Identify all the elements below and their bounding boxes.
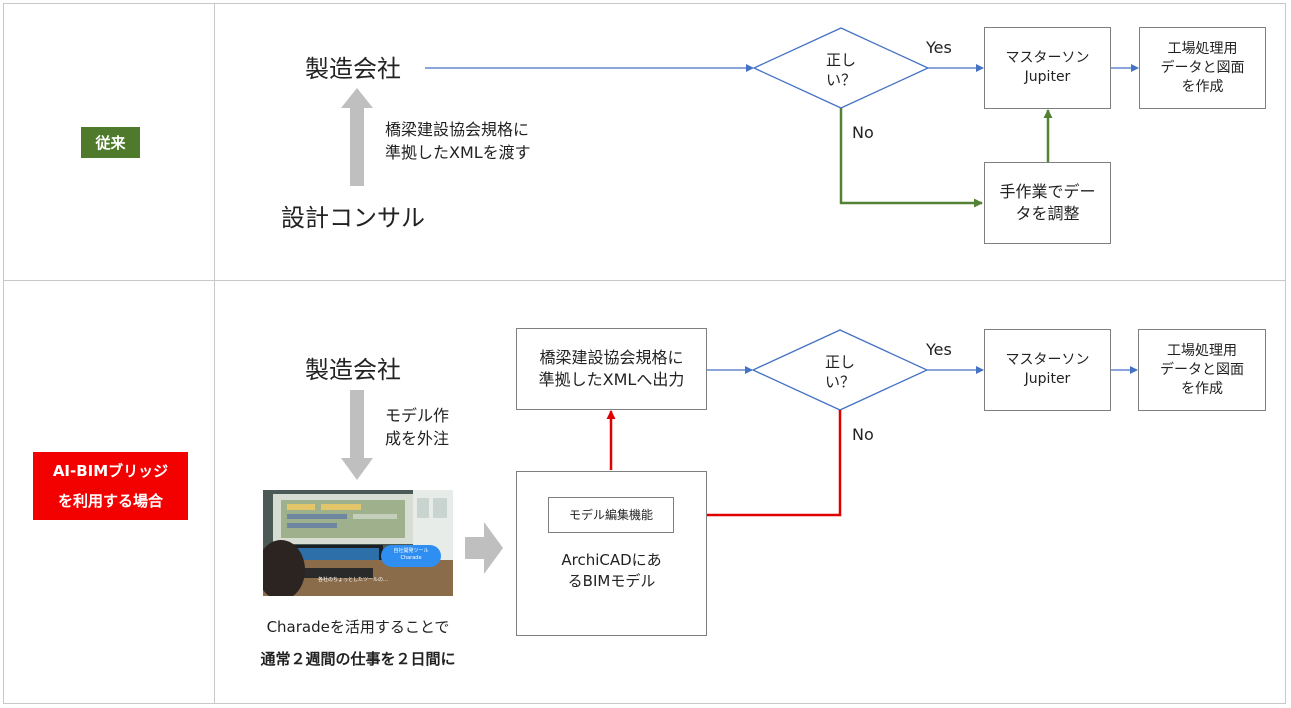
decision-top-line2: い？ [825,71,856,89]
photo-bubble-line1: 自社開発ツール [393,548,429,554]
column-divider [214,3,215,704]
model-edit-label: モデル編集機能 [568,507,653,522]
xml-output-line1: 橋梁建設協会規格に [539,348,684,367]
gray-down-arrow [341,390,373,480]
factory-top-line1: 工場処理用 [1167,40,1238,57]
archicad-line1: ArchiCADにあ [561,551,662,569]
factory-bottom-line3: を作成 [1181,380,1223,397]
factory-bottom-line2: データと図面 [1160,361,1244,378]
masterson-bottom-line1: マスターソン [1005,352,1090,368]
photo-bubble: 自社開発ツール Charade [381,548,441,562]
gray-up-arrow [341,88,373,186]
label-ai-bim-line2: を利用する場合 [57,492,163,510]
gray-right-arrow [465,522,503,574]
photo-illustration [263,490,453,596]
factory-bottom-line1: 工場処理用 [1167,342,1237,359]
outsource-line1: モデル作 [385,406,450,425]
handover-note: 橋梁建設協会規格に 準拠したXMLを渡す [385,118,531,164]
masterson-box-top: マスターソン Jupiter [984,27,1111,109]
photo-bubble-line2: Charade [400,555,422,561]
yes-label-bottom: Yes [926,340,952,359]
archicad-line2: るBIMモデル [567,572,656,590]
outsource-note: モデル作 成を外注 [385,404,449,450]
masterson-bottom-line2: Jupiter [1024,371,1071,387]
decision-text-top: 正し い？ [810,50,872,90]
table-frame [3,3,1286,704]
decision-bottom-line2: い？ [824,373,855,391]
outsource-line2: 成を外注 [385,429,450,448]
arrow-no-to-manual [839,108,983,208]
label-ai-bim-line1: AI-BIMブリッジ [52,462,169,480]
label-conventional: 従来 [81,127,140,158]
manual-adjust-box: 手作業でデー タを調整 [984,162,1111,244]
no-label-bottom: No [852,425,874,444]
manufacturer-top: 製造会社 [305,55,401,83]
label-ai-bim-bridge: AI-BIMブリッジ を利用する場合 [33,452,188,520]
photo-caption: 各社のちょっとしたツールの… [318,577,389,583]
design-consultant: 設計コンサル [281,204,425,232]
no-label-top: No [852,123,874,142]
factory-box-bottom: 工場処理用 データと図面 を作成 [1138,329,1266,411]
row-divider [3,280,1286,281]
xml-output-box: 橋梁建設協会規格に 準拠したXMLへ出力 [516,328,707,410]
yes-label-top: Yes [926,38,952,57]
archicad-label: ArchiCADにあ るBIMモデル [516,550,707,592]
charade-result: 通常２週間の仕事を２日間に [260,650,456,668]
manual-line1: 手作業でデー [999,182,1096,201]
masterson-top-line2: Jupiter [1024,69,1071,85]
arrow-no-to-model-edit [673,410,842,520]
label-conventional-text: 従来 [95,134,126,152]
decision-text-bottom: 正し い？ [809,352,871,392]
masterson-box-bottom: マスターソン Jupiter [984,329,1111,411]
handover-note-line2: 準拠したXMLを渡す [385,143,531,162]
handover-note-line1: 橋梁建設協会規格に [385,120,530,139]
factory-top-line2: データと図面 [1160,59,1245,76]
decision-top-line1: 正し [825,51,856,69]
charade-caption: Charadeを活用することで [266,618,450,636]
model-edit-function-box: モデル編集機能 [548,497,674,533]
manufacturer-bottom: 製造会社 [305,356,401,384]
charade-usage-photo: 自社開発ツール Charade 各社のちょっとしたツールの… [263,490,453,596]
masterson-top-line1: マスターソン [1005,50,1090,66]
xml-output-line2: 準拠したXMLへ出力 [538,370,685,389]
factory-box-top: 工場処理用 データと図面 を作成 [1139,27,1266,109]
manual-line2: タを調整 [1015,204,1080,223]
factory-top-line3: を作成 [1181,78,1224,95]
decision-bottom-line1: 正し [824,353,855,371]
